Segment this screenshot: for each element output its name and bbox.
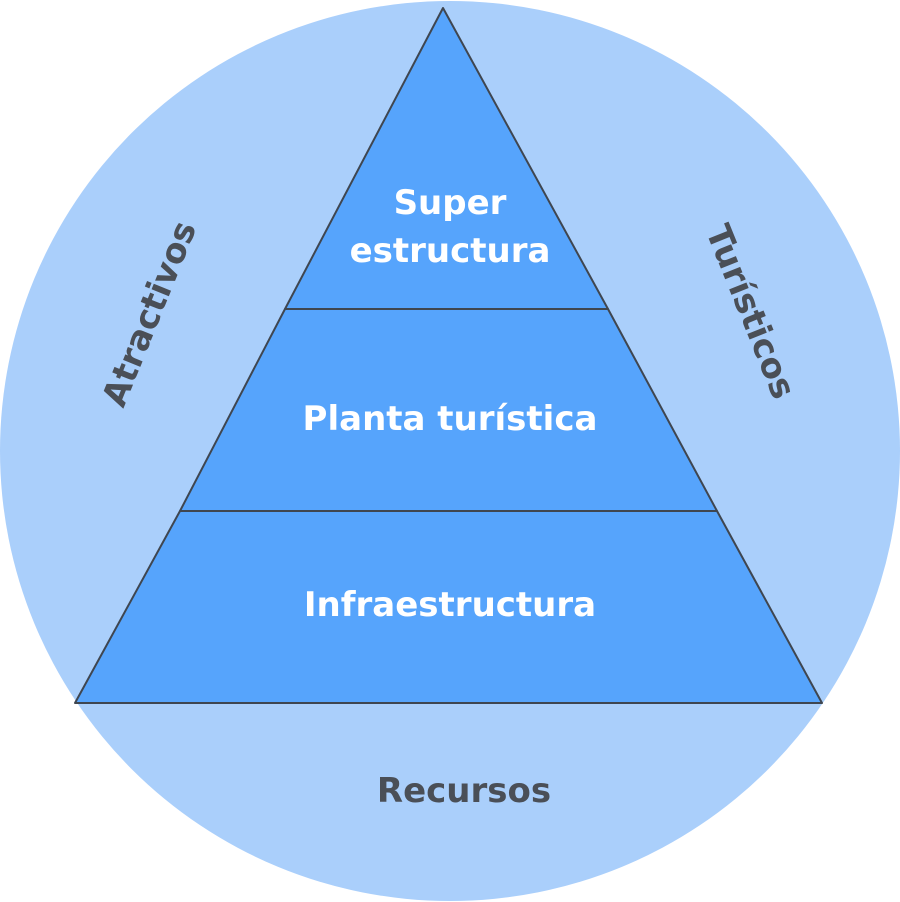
tier-middle-label: Planta turística bbox=[303, 399, 598, 439]
tier-top-label-line1: Super bbox=[394, 183, 507, 223]
tier-bottom-label: Infraestructura bbox=[304, 585, 596, 625]
pyramid-tier-top bbox=[284, 7, 609, 310]
tier-top-label-line2: estructura bbox=[350, 231, 551, 271]
ring-label-bottom: Recursos bbox=[377, 771, 551, 811]
